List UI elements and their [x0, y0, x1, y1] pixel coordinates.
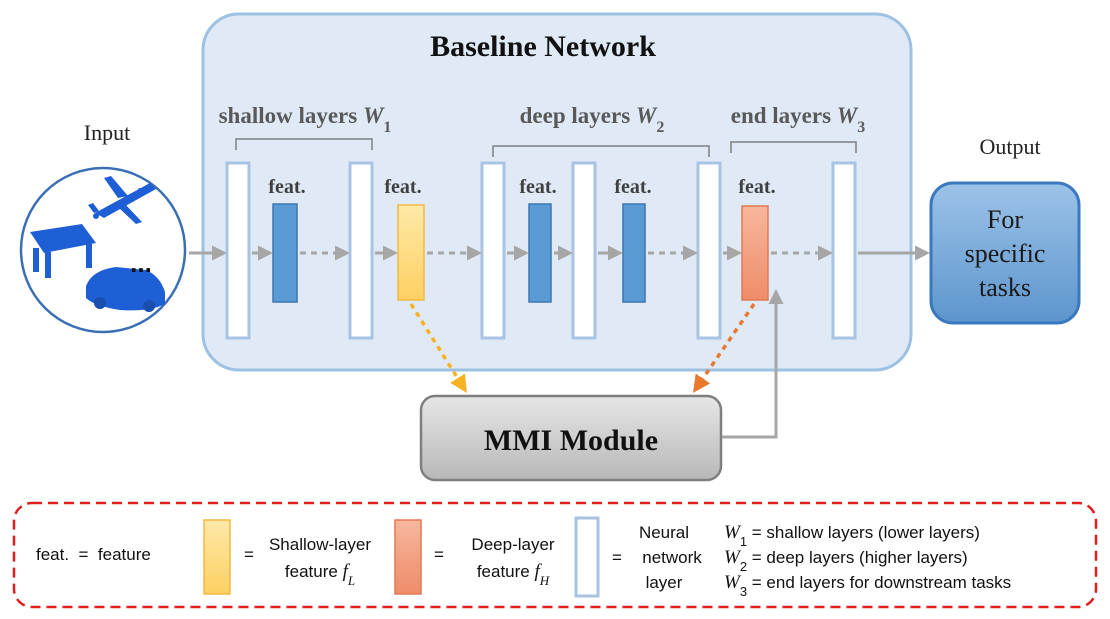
neural-layer [348, 161, 374, 340]
input-label: Input [84, 120, 130, 145]
feat-label: feat. [614, 176, 651, 198]
deep-layers-label: deep layers W2 [520, 103, 665, 136]
legend-shallow-text2: feature fL [285, 561, 355, 588]
neural-layer [571, 161, 597, 340]
legend-box [12, 501, 1098, 609]
task-box [929, 181, 1081, 325]
feature-block-blue [272, 203, 298, 303]
legend-weight-definition: W2 = deep layers (higher layers) [724, 547, 968, 574]
legend-deep-swatch [394, 519, 422, 595]
legend-weight-definition: W1 = shallow layers (lower layers) [724, 522, 980, 549]
feat-label: feat. [738, 176, 775, 198]
legend-feat-definition: feat. = feature [36, 545, 151, 564]
input-ellipsis: ... [130, 248, 152, 278]
legend-shallow-swatch [203, 519, 231, 595]
mmi-module-box [419, 394, 723, 482]
shallow-feature-arrow [409, 303, 467, 393]
feature-block-blue [528, 203, 552, 303]
deep-layers-brace [492, 145, 710, 157]
legend-equals: = [612, 548, 622, 567]
legend-neural-text: network [642, 548, 702, 567]
task-box-line: For [987, 205, 1023, 234]
feature-block-shallow [397, 204, 425, 301]
output-label: Output [979, 134, 1040, 159]
legend-weight-definition: W3 = end layers for downstream tasks [724, 572, 1011, 599]
shallow-layers-brace [235, 138, 373, 150]
shallow-layers-label: shallow layers W1 [219, 103, 392, 136]
table-point-cloud-icon [30, 224, 96, 278]
deep-feature-arrow [693, 303, 756, 393]
end-layers-brace [730, 141, 857, 153]
legend-neural-text: Neural [639, 523, 689, 542]
end-layers-label: end layers W3 [731, 103, 866, 136]
neural-layer [696, 161, 722, 340]
airplane-point-cloud-icon [88, 176, 156, 224]
legend-layer-swatch [574, 516, 600, 598]
legend-weight-definitions: W1 = shallow layers (lower layers)W2 = d… [724, 522, 1011, 599]
neural-layer [831, 161, 857, 340]
task-box-line: tasks [979, 273, 1031, 302]
neural-layer [480, 161, 506, 340]
legend-shallow-text: Shallow-layer [269, 535, 371, 554]
legend-neural-text: layer [646, 573, 683, 592]
car-point-cloud-icon [86, 267, 165, 312]
mmi-feedback-arrow [722, 289, 784, 439]
legend-deep-text2: feature fH [477, 561, 550, 588]
feature-block-blue [622, 203, 646, 303]
legend-deep-text: Deep-layer [471, 535, 554, 554]
task-box-line: specific [965, 239, 1046, 268]
feature-block-deep [741, 205, 769, 301]
legend-equals: = [244, 545, 254, 564]
legend-equals: = [434, 545, 444, 564]
mmi-module-label: MMI Module [484, 424, 658, 457]
baseline-network-panel [201, 12, 913, 372]
feat-label: feat. [384, 176, 421, 198]
baseline-network-title: Baseline Network [430, 30, 656, 63]
feat-label: feat. [268, 176, 305, 198]
feat-label: feat. [519, 176, 556, 198]
neural-layer [225, 161, 251, 340]
